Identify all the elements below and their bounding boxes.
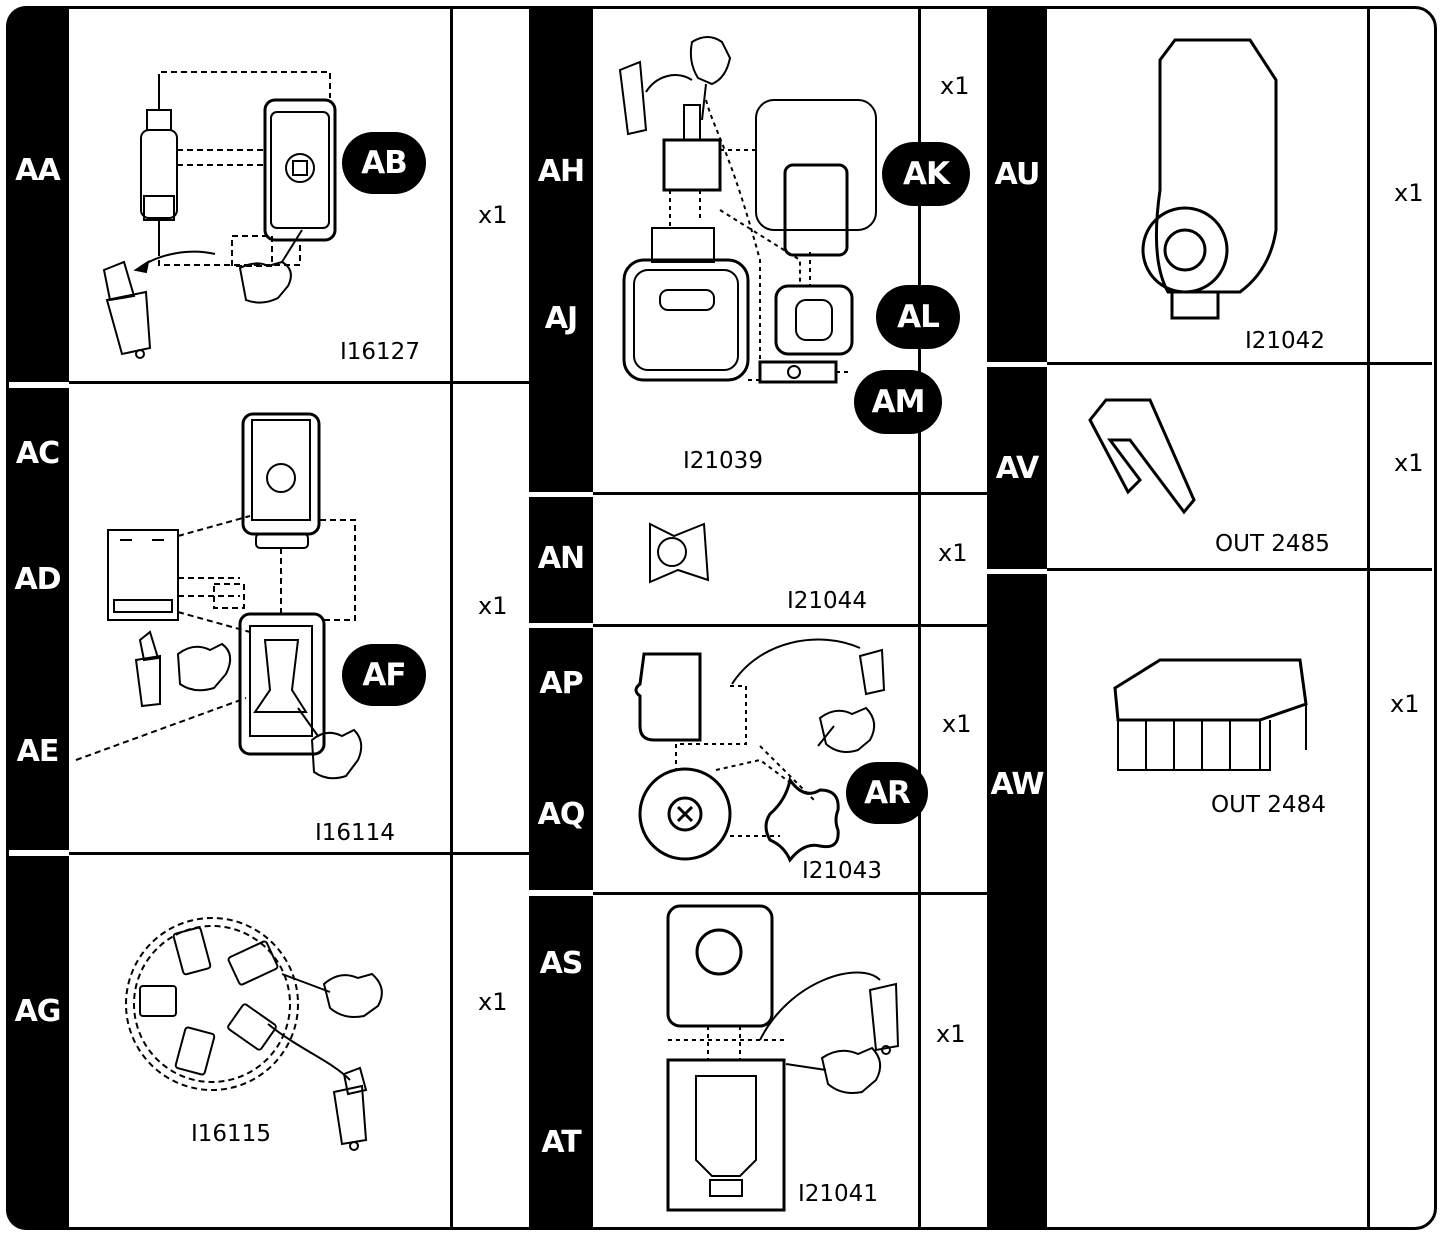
- qty-as: x1: [936, 1020, 966, 1048]
- part-code-av: OUT 2485: [1215, 531, 1330, 557]
- sheet-frame: [6, 6, 1437, 1230]
- callout-ar: AR: [846, 762, 928, 824]
- label-ac: AC: [15, 436, 60, 471]
- label-av: AV: [995, 451, 1039, 486]
- tab-av: [987, 367, 1047, 569]
- label-aa: AA: [15, 153, 60, 188]
- qty-an: x1: [938, 539, 968, 567]
- part-code-an: I21044: [787, 588, 867, 614]
- qty-aa: x1: [478, 201, 508, 229]
- label-ad: AD: [14, 562, 61, 597]
- divider: [1367, 9, 1370, 1227]
- qty-aw: x1: [1390, 690, 1420, 718]
- callout-ak: AK: [882, 142, 970, 206]
- callout-al: AL: [876, 285, 960, 349]
- label-ap: AP: [539, 666, 583, 701]
- divider: [593, 624, 987, 627]
- tab-an: [529, 497, 593, 623]
- divider: [450, 9, 453, 1227]
- label-aq: AQ: [537, 797, 586, 832]
- divider: [593, 892, 987, 895]
- divider: [69, 852, 529, 855]
- qty-ap: x1: [942, 710, 972, 738]
- part-code-aa: I16127: [340, 339, 420, 365]
- part-code-aw: OUT 2484: [1211, 792, 1326, 818]
- qty-ah: x1: [940, 72, 970, 100]
- label-as: AS: [539, 946, 584, 981]
- divider: [1047, 362, 1432, 365]
- callout-am: AM: [854, 370, 942, 434]
- qty-au: x1: [1394, 179, 1424, 207]
- tab-as: [529, 896, 593, 1230]
- tab-aw: [987, 574, 1047, 1230]
- part-code-ap: I21043: [802, 858, 882, 884]
- callout-af: AF: [342, 644, 426, 706]
- part-code-au: I21042: [1245, 328, 1325, 354]
- label-aw: AW: [990, 767, 1045, 802]
- tab-ag: [6, 856, 69, 1230]
- part-code-ag: I16115: [191, 1121, 271, 1147]
- label-ah: AH: [537, 154, 585, 189]
- qty-av: x1: [1394, 449, 1424, 477]
- tab-ah: [529, 6, 593, 492]
- qty-ag: x1: [478, 988, 508, 1016]
- callout-ab: AB: [342, 132, 426, 194]
- part-code-as: I21041: [798, 1181, 878, 1207]
- label-au: AU: [994, 157, 1041, 192]
- tab-au: [987, 6, 1047, 362]
- tab-ac: [6, 388, 69, 850]
- label-at: AT: [541, 1125, 581, 1160]
- part-code-ah: I21039: [683, 448, 763, 474]
- divider: [1047, 568, 1432, 571]
- label-aj: AJ: [544, 301, 578, 336]
- label-an: AN: [537, 541, 585, 576]
- divider: [918, 9, 921, 1227]
- tab-ap: [529, 628, 593, 890]
- qty-ac: x1: [478, 592, 508, 620]
- label-ae: AE: [16, 734, 60, 769]
- tab-aa: [6, 6, 69, 382]
- divider: [593, 492, 987, 495]
- divider: [69, 381, 529, 384]
- part-code-ac: I16114: [315, 820, 395, 846]
- label-ag: AG: [14, 994, 62, 1029]
